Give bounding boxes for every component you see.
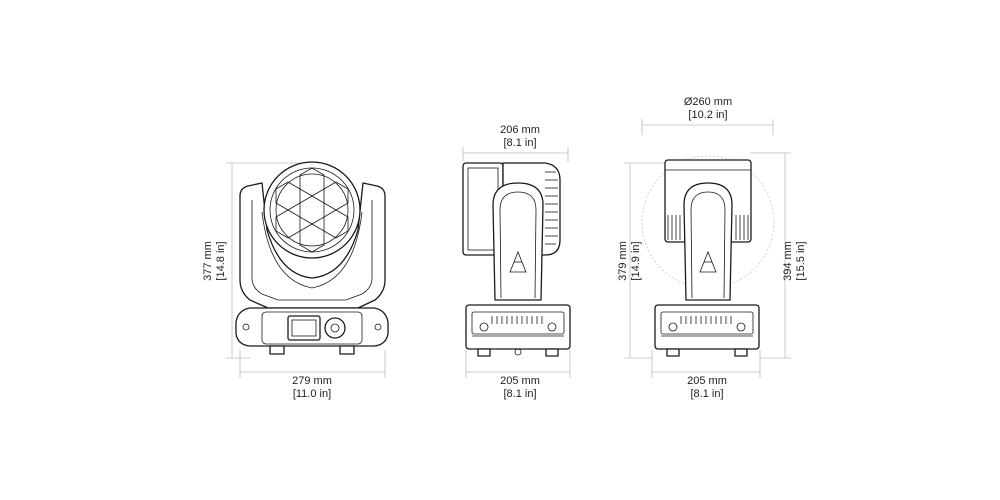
front-head: [263, 161, 361, 259]
side-yoke-arm: [492, 182, 544, 301]
back-height-mm: 379 mm: [617, 241, 629, 281]
front-base: [235, 307, 389, 347]
back-swing-radius: [641, 155, 775, 289]
side-base-width-label: 205 mm [8.1 in]: [470, 375, 570, 401]
front-width-in: [11.0 in]: [292, 388, 332, 400]
back-base-width-in: [8.1 in]: [690, 388, 724, 400]
back-base-width-mm: 205 mm: [687, 375, 727, 387]
back-yoke-arm: [683, 182, 733, 301]
back-head-fins: [667, 215, 749, 240]
side-head-width-in: [8.1 in]: [503, 137, 537, 149]
back-diameter-mm: Ø260 mm: [683, 96, 733, 108]
back-total-height-label: 394 mm [15.5 in]: [782, 211, 808, 311]
back-height-label: 379 mm [14.9 in]: [617, 211, 643, 311]
side-base-width-in: [8.1 in]: [503, 388, 537, 400]
front-foot-left: [269, 345, 285, 355]
front-width-label: 279 mm [11.0 in]: [262, 375, 362, 401]
front-height-in: [14.8 in]: [215, 241, 227, 281]
front-lens-array: [275, 167, 349, 253]
side-head-fins: [545, 171, 558, 245]
back-base-width-label: 205 mm [8.1 in]: [657, 375, 757, 401]
side-base-vents: [491, 316, 543, 324]
front-height-mm: 377 mm: [202, 241, 214, 281]
back-height-in: [14.9 in]: [630, 241, 642, 281]
front-yoke: [239, 182, 386, 309]
front-width-mm: 279 mm: [292, 375, 332, 387]
front-view: [226, 161, 389, 378]
back-base-vents: [680, 316, 732, 324]
back-total-height-mm: 394 mm: [782, 241, 794, 281]
back-view: [624, 119, 791, 378]
front-display-screen: [287, 315, 321, 341]
side-head-width-label: 206 mm [8.1 in]: [470, 124, 570, 150]
side-head-width-mm: 206 mm: [500, 124, 540, 136]
front-control-knob: [324, 317, 346, 339]
front-height-label: 377 mm [14.8 in]: [202, 211, 228, 311]
side-base-width-mm: 205 mm: [500, 375, 540, 387]
back-diameter-in: [10.2 in]: [688, 109, 728, 121]
side-view: [462, 147, 571, 378]
back-diameter-label: Ø260 mm [10.2 in]: [658, 96, 758, 122]
back-total-height-in: [15.5 in]: [795, 241, 807, 281]
front-foot-right: [339, 345, 355, 355]
